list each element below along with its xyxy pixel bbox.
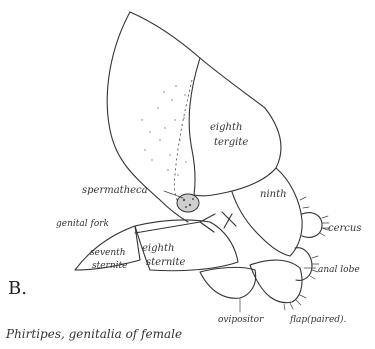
internal-dashed-line — [174, 80, 192, 205]
label-eighth-tergite-2: tergite — [214, 137, 248, 148]
label-eighth-sternite-1: eighth — [142, 243, 174, 254]
tergite-boundary-2 — [200, 58, 265, 108]
label-anal-lobe: anal lobe — [318, 265, 360, 275]
stipple-shading — [141, 85, 186, 175]
figure-letter: B. — [8, 278, 27, 299]
ninth-segment-outline — [276, 168, 302, 256]
label-genital-fork: genital fork — [56, 219, 109, 229]
label-seventh-sternite-2: sternite — [92, 261, 127, 271]
tergite-boundary-1 — [130, 12, 200, 58]
label-ovipositor: ovipositor — [218, 315, 264, 325]
ninth-inner-line — [232, 192, 290, 256]
figure-caption: Phirtipes, genitalia of female — [5, 327, 182, 341]
label-eighth-tergite-1: eighth — [210, 122, 242, 133]
leader-spermatheca — [164, 191, 183, 198]
label-cercus: cercus — [328, 223, 361, 234]
bristles — [284, 197, 329, 310]
cercus-outline — [302, 213, 322, 238]
label-ninth: ninth — [260, 189, 287, 200]
label-seventh-sternite-1: seventh — [90, 248, 126, 258]
ovipositor-flap-1 — [200, 267, 256, 298]
label-spermatheca: spermatheca — [82, 185, 148, 196]
segment-arc-1 — [189, 58, 200, 195]
ovipositor-flap-2 — [250, 260, 302, 303]
anal-lobe-outline — [295, 248, 312, 281]
label-eighth-sternite-2: sternite — [146, 257, 186, 268]
label-flap: flap(paired). — [289, 314, 347, 325]
